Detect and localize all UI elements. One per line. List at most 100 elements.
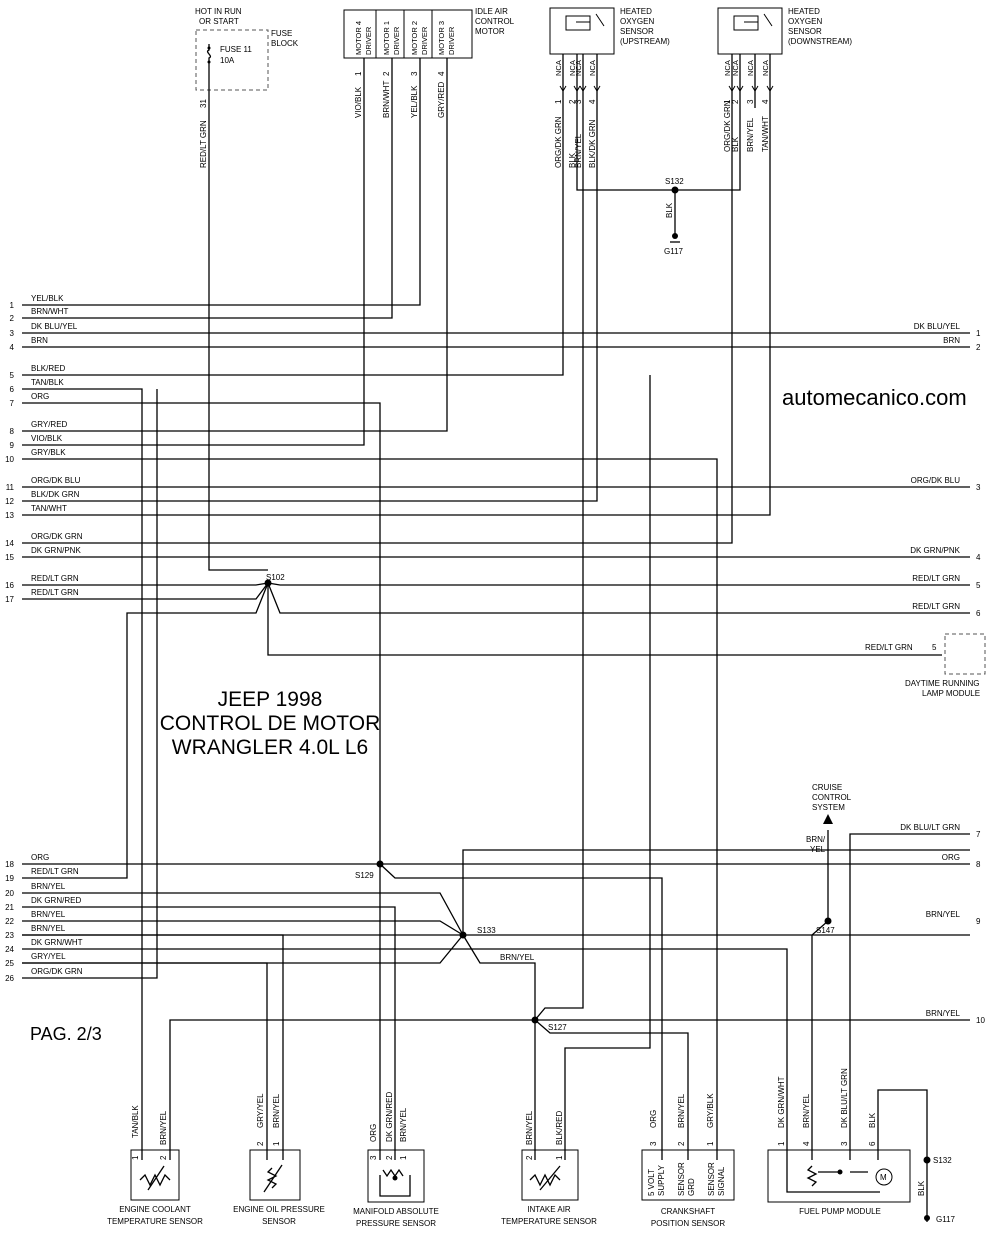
- drl-title-1: DAYTIME RUNNING: [905, 679, 980, 688]
- o2-pin-number: 1: [554, 99, 563, 104]
- map-title-1: MANIFOLD ABSOLUTE: [353, 1207, 439, 1216]
- right-pin-wire-color: ORG: [942, 853, 960, 862]
- o2-wire-color: BLK/DK GRN: [588, 119, 597, 168]
- drl-wire: RED/LT GRN: [865, 643, 913, 652]
- left-pin-number: 25: [5, 959, 14, 968]
- splice-dots: [264, 186, 931, 1164]
- o2-pin-number: 3: [746, 99, 755, 104]
- iac-driver-sub: DRIVER: [420, 26, 429, 55]
- ect-pin-2: 2: [159, 1155, 168, 1160]
- ckp-wire-2: BRN/YEL: [677, 1093, 686, 1128]
- left-pin-number: 24: [5, 945, 14, 954]
- o2-up-title-4: (UPSTREAM): [620, 37, 670, 46]
- fuse-block-label: FUSE: [271, 29, 292, 38]
- fuse-pin: 31: [199, 99, 208, 108]
- o2-nca-label: NCA: [761, 60, 770, 76]
- right-pin-wire-color: BRN: [943, 336, 960, 345]
- o2-wire-color: ORG/DK GRN: [554, 116, 563, 168]
- iac-driver-sub: DRIVER: [364, 26, 373, 55]
- fuse-block: HOT IN RUN OR START FUSE BLOCK FUSE 11 1…: [195, 7, 299, 168]
- left-pin-wire-color: RED/LT GRN: [31, 574, 79, 583]
- left-pin-wire-color: GRY/BLK: [31, 448, 66, 457]
- ckp-func-3a: 5 VOLT: [647, 1169, 656, 1196]
- right-pin-wire-color: RED/LT GRN: [912, 574, 960, 583]
- o2-up-title-3: SENSOR: [620, 27, 654, 36]
- left-pin-number: 18: [5, 860, 14, 869]
- fpm-pin-4: 4: [802, 1141, 811, 1146]
- iac-title-2: CONTROL: [475, 17, 515, 26]
- left-pin-number: 1: [10, 301, 15, 310]
- ckp-func-1b: SIGNAL: [717, 1166, 726, 1196]
- fpm-ground: G117: [936, 1215, 956, 1224]
- cruise-title-3: SYSTEM: [812, 803, 845, 812]
- harness-wires: [22, 58, 970, 1222]
- iat-title-1: INTAKE AIR: [527, 1205, 571, 1214]
- o2-wire-color: ORG/DK GRN: [723, 100, 732, 152]
- splice-s147-label: S147: [816, 926, 835, 935]
- ect-wire-2: BRN/YEL: [159, 1110, 168, 1145]
- page-label: PAG. 2/3: [30, 1024, 102, 1044]
- right-pin-wire-color: ORG/DK BLU: [911, 476, 961, 485]
- splice-s133-label: S133: [477, 926, 496, 935]
- cruise-title-1: CRUISE: [812, 783, 842, 792]
- fuse-amps: 10A: [220, 56, 235, 65]
- iac-pin-number: 1: [354, 71, 363, 76]
- iac-pin-number: 3: [410, 71, 419, 76]
- left-pin-number: 14: [5, 539, 14, 548]
- right-pin-number: 10: [976, 1016, 985, 1025]
- diagram-title-3: WRANGLER 4.0L L6: [172, 736, 368, 759]
- eop-title-1: ENGINE OIL PRESSURE: [233, 1205, 325, 1214]
- o2-down-title-2: OXYGEN: [788, 17, 822, 26]
- left-pin-wire-color: DK BLU/YEL: [31, 322, 78, 331]
- left-pin-wire-color: DK GRN/WHT: [31, 938, 83, 947]
- left-pin-wire-color: RED/LT GRN: [31, 867, 79, 876]
- right-pin-wire-color: DK GRN/PNK: [910, 546, 960, 555]
- right-pin-wire-color: BRN/YEL: [926, 1009, 961, 1018]
- engine-coolant-temp-sensor: ENGINE COOLANT TEMPERATURE SENSOR 1 TAN/…: [107, 1105, 203, 1226]
- iat-pin-2: 2: [525, 1155, 534, 1160]
- iac-driver-name: MOTOR 1: [382, 21, 391, 55]
- eop-pin-2: 2: [256, 1141, 265, 1146]
- s133-s127-wire: BRN/YEL: [500, 953, 535, 962]
- left-pin-number: 11: [6, 483, 15, 492]
- ckp-func-2b: GRD: [687, 1178, 696, 1196]
- map-pin-3: 3: [369, 1155, 378, 1160]
- o2-wire-color: BRN/YEL: [746, 117, 755, 152]
- drl-pin: 5: [932, 643, 937, 652]
- left-pin-wire-color: DK GRN/PNK: [31, 546, 81, 555]
- fuse-block-label-2: BLOCK: [271, 39, 299, 48]
- left-pin-wire-color: DK GRN/RED: [31, 896, 81, 905]
- fpm-pin-1: 1: [777, 1141, 786, 1146]
- ect-title-1: ENGINE COOLANT: [119, 1205, 191, 1214]
- right-pin-wire-color: DK BLU/YEL: [914, 322, 961, 331]
- right-pin-number: 2: [976, 343, 981, 352]
- left-pin-number: 12: [5, 497, 14, 506]
- daytime-running-lamp-module: RED/LT GRN 5 DAYTIME RUNNING LAMP MODULE: [865, 633, 986, 698]
- left-pin-number: 8: [10, 427, 15, 436]
- fpm-splice: S132: [933, 1156, 952, 1165]
- ckp-title-2: POSITION SENSOR: [651, 1219, 725, 1228]
- iac-driver-sub: DRIVER: [447, 26, 456, 55]
- ckp-func-1a: SENSOR: [707, 1162, 716, 1196]
- ect-wire-1: TAN/BLK: [131, 1105, 140, 1138]
- left-pin-wire-color: ORG: [31, 392, 49, 401]
- o2-pin-number: 2: [731, 99, 740, 104]
- iat-title-2: TEMPERATURE SENSOR: [501, 1217, 597, 1226]
- right-pin-wire-color: DK BLU/LT GRN: [900, 823, 960, 832]
- iac-pin-number: 4: [437, 71, 446, 76]
- o2-pin-number: 2: [568, 99, 577, 104]
- map-pin-1: 1: [399, 1155, 408, 1160]
- manifold-absolute-pressure-sensor: MANIFOLD ABSOLUTE PRESSURE SENSOR 3 ORG …: [353, 1092, 439, 1228]
- right-pin-number: 7: [976, 830, 981, 839]
- right-pin-number: 5: [976, 581, 981, 590]
- map-wire-1: BRN/YEL: [399, 1107, 408, 1142]
- right-pin-number: 6: [976, 609, 981, 618]
- splice-s132-top-dot: [671, 186, 679, 194]
- left-pin-wire-color: TAN/WHT: [31, 504, 67, 513]
- left-pin-number: 4: [10, 343, 15, 352]
- left-pin-number: 6: [10, 385, 15, 394]
- o2-down-title-1: HEATED: [788, 7, 820, 16]
- left-pin-number: 7: [10, 399, 15, 408]
- iac-driver-name: MOTOR 3: [437, 21, 446, 55]
